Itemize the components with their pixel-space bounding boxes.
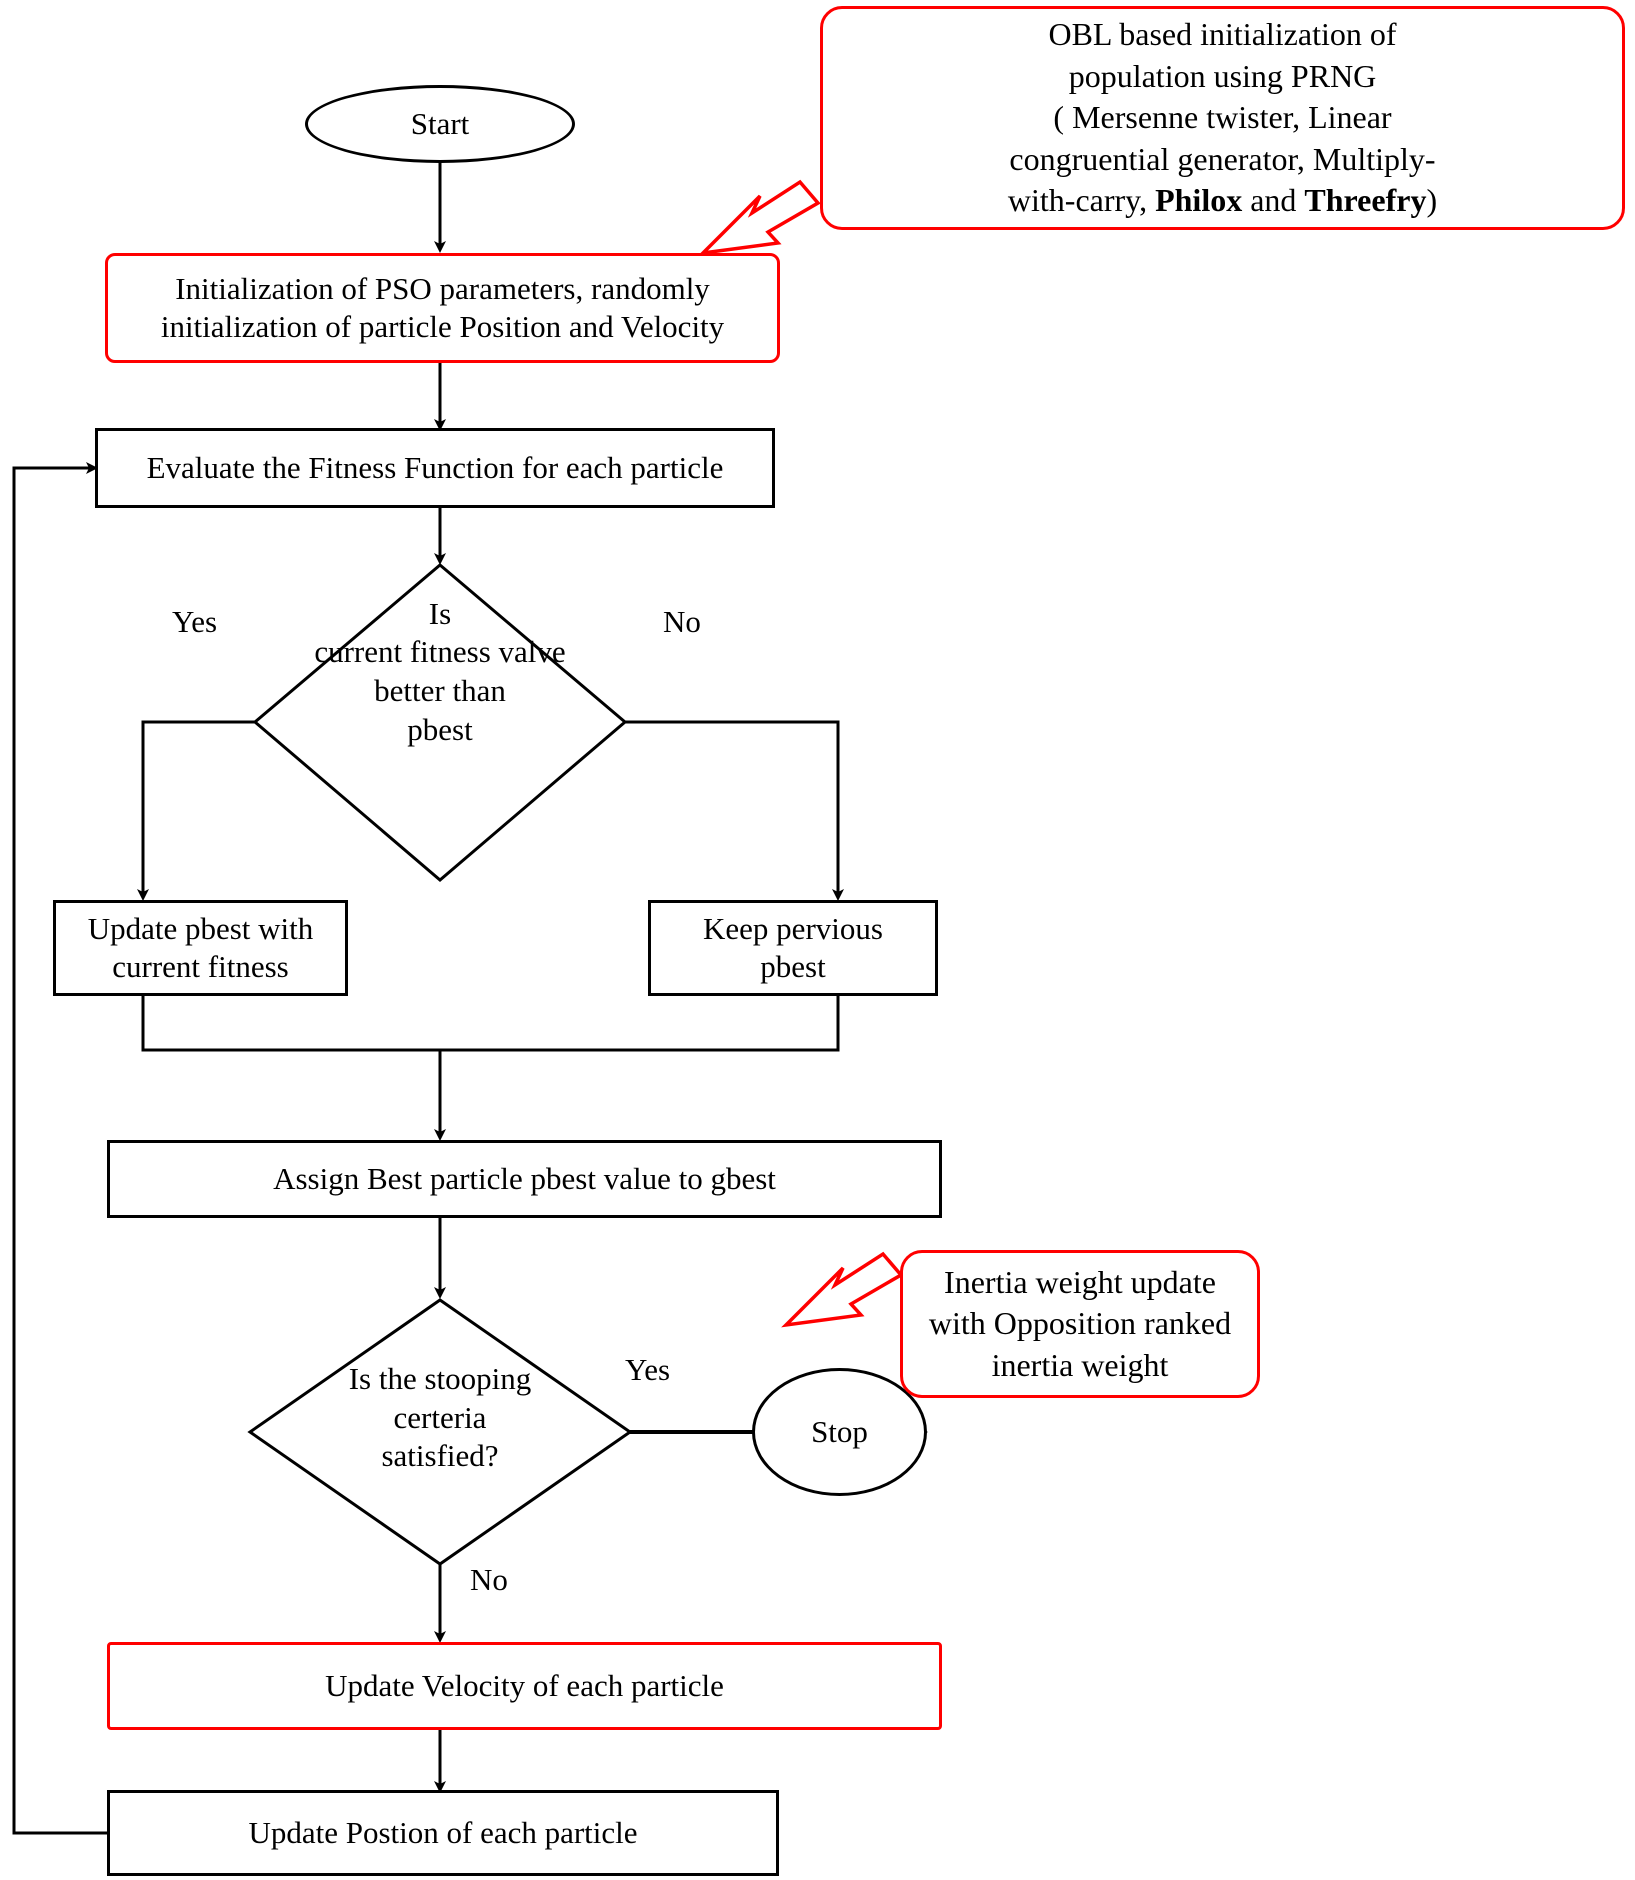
callout-inertia-line1: Inertia weight update bbox=[944, 1263, 1216, 1300]
node-stop-label: Stop bbox=[811, 1414, 868, 1450]
callout-obl-line4: congruential generator, Multiply- bbox=[1009, 140, 1436, 177]
edge-label-yes-fitness: Yes bbox=[172, 604, 218, 639]
callout-obl-line2: population using PRNG bbox=[1068, 57, 1377, 94]
node-initialization[interactable]: Initialization of PSO parameters, random… bbox=[105, 253, 780, 363]
node-initialization-label: Initialization of PSO parameters, random… bbox=[160, 271, 725, 344]
node-start-label: Start bbox=[410, 106, 470, 142]
node-keep-previous-pbest-line1: Keep pervious bbox=[703, 911, 883, 947]
callout-obl-philox: Philox bbox=[1155, 182, 1243, 219]
callout-inertia-line3: inertia weight bbox=[991, 1346, 1169, 1383]
callout-obl-threefry: Threefry bbox=[1304, 182, 1427, 219]
callout-inertia-weight: Inertia weight update with Opposition ra… bbox=[900, 1250, 1260, 1398]
edge-label-yes-stopping: Yes bbox=[625, 1352, 671, 1387]
node-start[interactable]: Start bbox=[305, 85, 575, 163]
callout-obl-line1: OBL based initialization of bbox=[1048, 16, 1397, 53]
callout-obl-line5-c: and bbox=[1242, 182, 1305, 219]
node-stop[interactable]: Stop bbox=[752, 1368, 927, 1496]
node-update-pbest[interactable]: Update pbest with current fitness bbox=[53, 900, 348, 996]
node-update-velocity[interactable]: Update Velocity of each particle bbox=[107, 1642, 942, 1730]
edge-label-no-stopping: No bbox=[470, 1562, 508, 1597]
edge-label-no-fitness: No bbox=[663, 604, 701, 639]
node-update-position[interactable]: Update Postion of each particle bbox=[107, 1790, 779, 1876]
node-keep-previous-pbest-line2: pbest bbox=[760, 949, 826, 984]
callout-obl-line5-a: with-carry, bbox=[1007, 182, 1156, 219]
node-evaluate-fitness[interactable]: Evaluate the Fitness Function for each p… bbox=[95, 428, 775, 508]
node-update-pbest-line2: current fitness bbox=[112, 949, 289, 984]
callout-obl-line3: ( Mersenne twister, Linear bbox=[1053, 99, 1392, 136]
callout-obl-line5-e: ) bbox=[1426, 182, 1438, 219]
node-assign-gbest[interactable]: Assign Best particle pbest value to gbes… bbox=[107, 1140, 942, 1218]
node-keep-previous-pbest[interactable]: Keep pervious pbest bbox=[648, 900, 938, 996]
callout-obl-initialization: OBL based initialization of population u… bbox=[820, 6, 1625, 230]
node-evaluate-fitness-label: Evaluate the Fitness Function for each p… bbox=[146, 450, 724, 486]
node-update-velocity-label: Update Velocity of each particle bbox=[325, 1668, 724, 1704]
node-update-pbest-line1: Update pbest with bbox=[87, 911, 314, 947]
callout-obl-line5: with-carry, Philox and Threefry) bbox=[1008, 180, 1437, 222]
callout-inertia-line2: with Opposition ranked bbox=[928, 1305, 1232, 1342]
node-assign-gbest-label: Assign Best particle pbest value to gbes… bbox=[273, 1161, 776, 1197]
node-update-position-label: Update Postion of each particle bbox=[248, 1815, 638, 1851]
